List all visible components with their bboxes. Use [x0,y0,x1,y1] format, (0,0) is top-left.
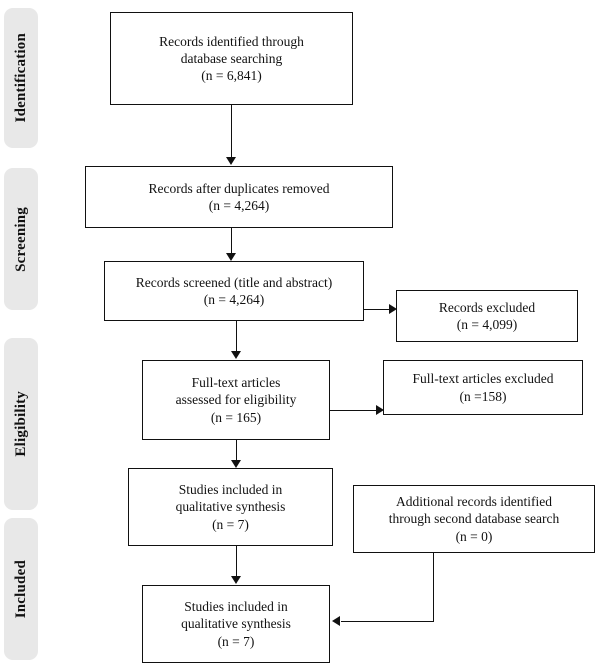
connector-fulltext-to-excluded-line [330,410,377,411]
connector-additional-to-qualitative2-vertical [433,553,434,622]
stage-label-included: Included [12,559,29,619]
connector-screened-to-fulltext-line [236,321,237,352]
connector-screened-to-fulltext-arrowhead [231,351,241,359]
connector-qualitative1-to-qualitative2-arrowhead [231,576,241,584]
stage-tab-identification: Identification [4,8,38,148]
stage-label-identification: Identification [12,33,29,123]
connector-additional-to-qualitative2-horizontal [341,621,434,622]
flow-box-studies-included-qualitative-1: Studies included in qualitative synthesi… [128,468,333,546]
flow-box-additional-records-text: Additional records identified through se… [388,494,560,544]
connector-dedup-to-screened-arrowhead [226,253,236,261]
flow-box-fulltext-assessed-text: Full-text articles assessed for eligibil… [175,375,297,425]
flow-box-fulltext-assessed: Full-text articles assessed for eligibil… [142,360,330,440]
stage-tab-eligibility: Eligibility [4,338,38,510]
connector-identified-to-dedup-line [231,105,232,158]
flow-box-records-after-duplicates: Records after duplicates removed (n = 4,… [85,166,393,228]
flow-box-studies-included-qualitative-2-text: Studies included in qualitative synthesi… [181,599,291,649]
flow-box-records-identified-text: Records identified through database sear… [159,33,304,84]
connector-fulltext-to-qualitative1-arrowhead [231,460,241,468]
flow-box-fulltext-excluded: Full-text articles excluded (n =158) [383,360,583,415]
flow-box-records-excluded: Records excluded (n = 4,099) [396,290,578,342]
flow-box-studies-included-qualitative-2: Studies included in qualitative synthesi… [142,585,330,663]
flow-box-fulltext-excluded-text: Full-text articles excluded (n =158) [412,371,554,404]
connector-screened-to-excluded-arrowhead [389,304,397,314]
flow-box-additional-records: Additional records identified through se… [353,485,595,553]
flow-box-records-screened: Records screened (title and abstract) (n… [104,261,364,321]
connector-screened-to-excluded-line [364,309,390,310]
connector-identified-to-dedup-arrowhead [226,157,236,165]
connector-dedup-to-screened-line [231,228,232,254]
flow-box-records-after-duplicates-text: Records after duplicates removed (n = 4,… [148,180,330,213]
stage-tab-included: Included [4,518,38,660]
flow-box-records-screened-text: Records screened (title and abstract) (n… [135,274,333,307]
stage-tab-screening: Screening [4,168,38,310]
connector-fulltext-to-qualitative1-line [236,440,237,461]
connector-fulltext-to-excluded-arrowhead [376,405,384,415]
stage-label-eligibility: Eligibility [12,391,29,457]
connector-qualitative1-to-qualitative2-line [236,546,237,577]
connector-additional-to-qualitative2-arrowhead [332,616,340,626]
flow-box-records-excluded-text: Records excluded (n = 4,099) [438,299,536,332]
flow-box-studies-included-qualitative-1-text: Studies included in qualitative synthesi… [175,482,286,532]
stage-label-screening: Screening [12,206,29,272]
flow-box-records-identified: Records identified through database sear… [110,12,353,105]
